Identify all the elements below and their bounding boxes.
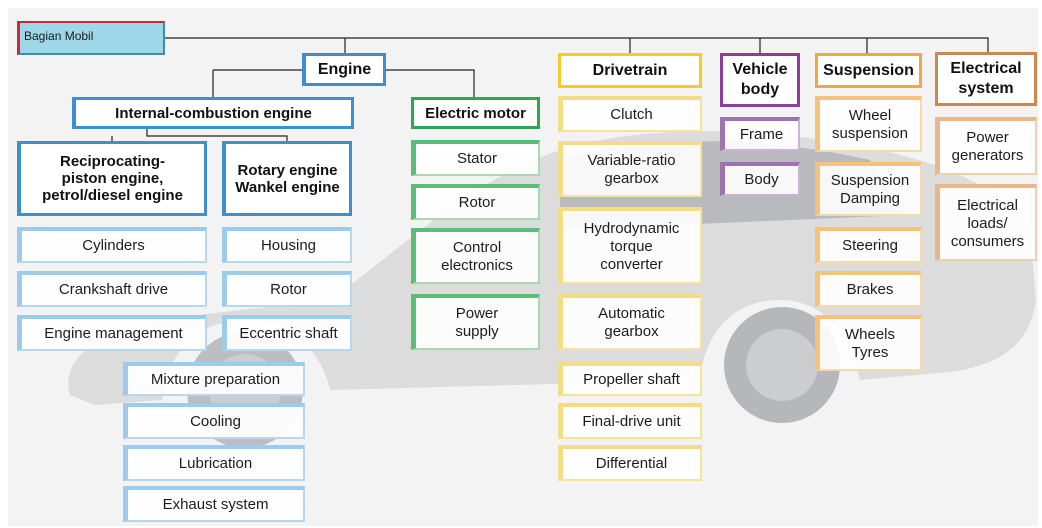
differential-box: Differential — [558, 445, 702, 481]
electrical-loads-box: Electrical loads/ consumers — [935, 184, 1037, 261]
automatic-gearbox-box: Automatic gearbox — [558, 294, 702, 350]
housing-box: Housing — [222, 227, 352, 263]
motor-rotor-box: Rotor — [411, 184, 540, 220]
variable-ratio-gearbox-box: Variable-ratio gearbox — [558, 141, 702, 197]
wheels-tyres-box: Wheels Tyres — [815, 315, 922, 371]
eccentric-shaft-box: Eccentric shaft — [222, 315, 352, 351]
power-generators-box: Power generators — [935, 117, 1037, 175]
reciprocating-engine-header: Reciprocating- piston engine, petrol/die… — [17, 141, 207, 216]
torque-converter-box: Hydrodynamic torque converter — [558, 207, 702, 284]
final-drive-unit-box: Final-drive unit — [558, 403, 702, 439]
wheel-suspension-box: Wheel suspension — [815, 96, 922, 152]
crankshaft-drive-box: Crankshaft drive — [17, 271, 207, 307]
steering-box: Steering — [815, 227, 922, 263]
rotary-engine-header: Rotary engine Wankel engine — [222, 141, 352, 216]
body-box: Body — [720, 162, 800, 196]
diagram-title: Bagian Mobil — [17, 21, 165, 55]
brakes-box: Brakes — [815, 271, 922, 307]
control-electronics-box: Control electronics — [411, 228, 540, 284]
suspension-header: Suspension — [815, 53, 922, 88]
cylinders-box: Cylinders — [17, 227, 207, 263]
cooling-box: Cooling — [123, 403, 305, 439]
suspension-damping-box: Suspension Damping — [815, 162, 922, 216]
propeller-shaft-box: Propeller shaft — [558, 362, 702, 396]
internal-combustion-header: Internal-combustion engine — [72, 97, 354, 129]
electric-motor-header: Electric motor — [411, 97, 540, 129]
clutch-box: Clutch — [558, 96, 702, 132]
power-supply-box: Power supply — [411, 294, 540, 350]
drivetrain-header: Drivetrain — [558, 53, 702, 88]
stator-box: Stator — [411, 140, 540, 176]
rotary-rotor-box: Rotor — [222, 271, 352, 307]
exhaust-system-box: Exhaust system — [123, 486, 305, 522]
mixture-preparation-box: Mixture preparation — [123, 362, 305, 396]
engine-management-box: Engine management — [17, 315, 207, 351]
engine-header: Engine — [302, 53, 386, 86]
vehicle-body-header: Vehicle body — [720, 53, 800, 107]
lubrication-box: Lubrication — [123, 445, 305, 481]
electrical-system-header: Electrical system — [935, 52, 1037, 106]
frame-box: Frame — [720, 117, 800, 151]
